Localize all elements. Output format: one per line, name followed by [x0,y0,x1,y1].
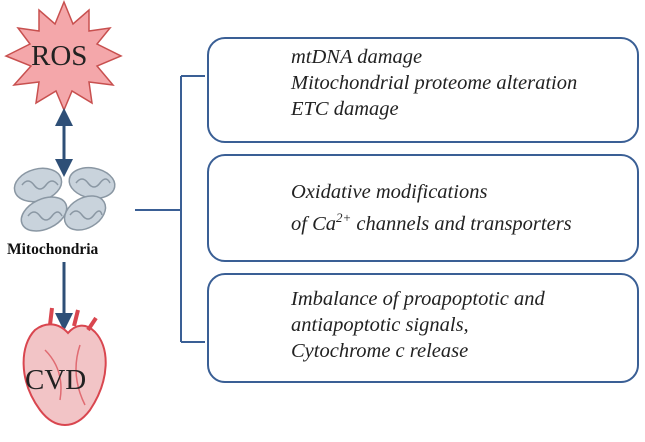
mitochondria-icon [13,166,116,232]
cvd-label: CVD [25,364,87,396]
box3-line-2: antiapoptotic signals, [291,314,469,336]
box2-line-1: Oxidative modifications [291,181,488,203]
calcium-superscript: 2+ [336,210,352,225]
bracket-connector [135,75,205,343]
heart-icon [22,307,107,426]
mtdna-damage-box: mtDNA damage Mitochondrial proteome alte… [207,37,639,143]
box1-line-2: Mitochondrial proteome alteration [291,72,578,94]
apoptosis-box: Imbalance of proapoptotic and antiapopto… [207,273,639,383]
oxidative-modifications-box: Oxidative modifications of Ca2+ channels… [207,154,639,262]
box2-line-2: of Ca2+ channels and transporters [291,205,572,237]
box1-line-1: mtDNA damage [291,46,423,68]
box3-text: Imbalance of proapoptotic and antiapopto… [291,286,545,364]
box1-text: mtDNA damage Mitochondrial proteome alte… [291,44,577,122]
box2-line-2-pre: of Ca [291,212,336,235]
box2-text: Oxidative modifications of Ca2+ channels… [291,179,572,237]
box2-line-2-post: channels and transporters [351,212,572,235]
box3-line-3: Cytochrome c release [291,340,469,362]
ros-label: ROS [31,40,88,72]
box3-line-1: Imbalance of proapoptotic and [291,288,545,310]
box1-line-3: ETC damage [291,98,399,120]
mitochondria-label: Mitochondria [7,241,99,258]
